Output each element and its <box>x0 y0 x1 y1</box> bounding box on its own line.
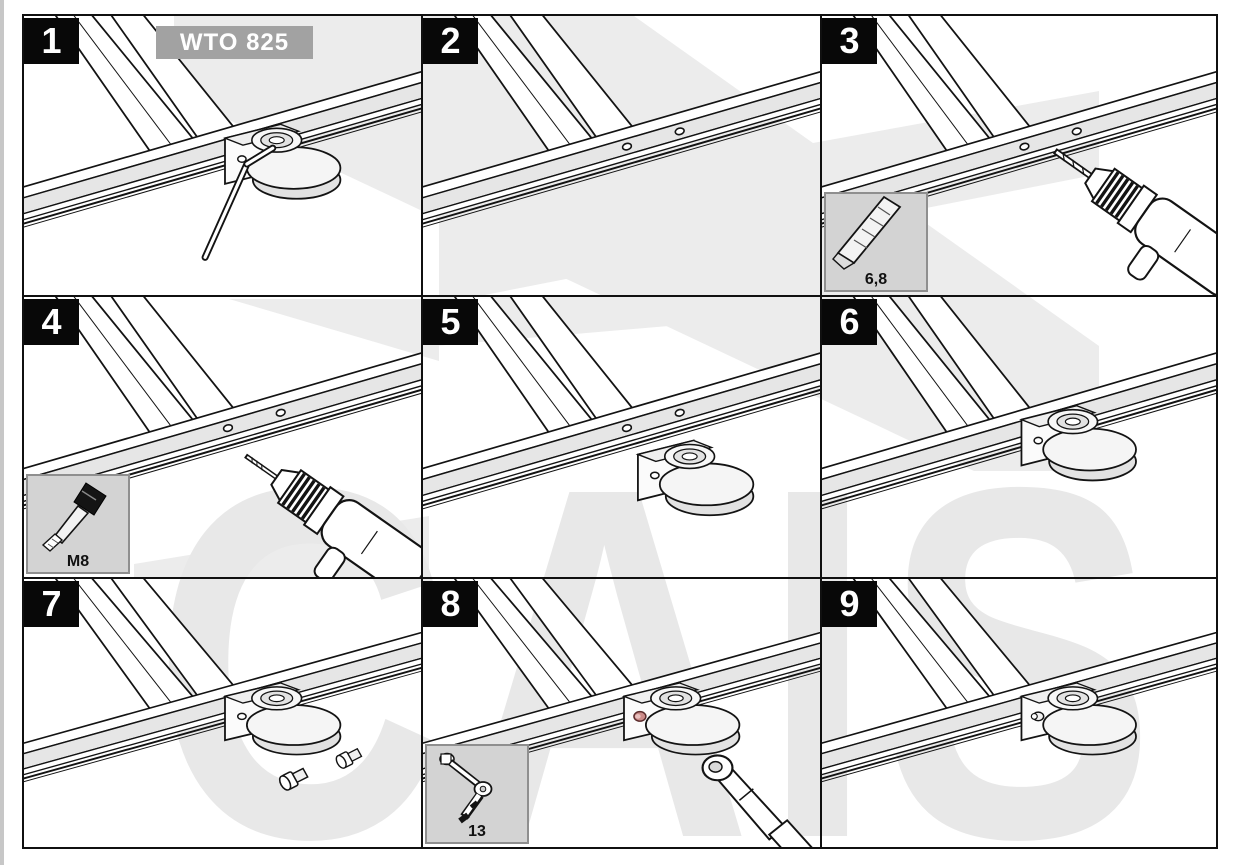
drilled-hole <box>1071 127 1082 136</box>
drilled-hole <box>222 423 234 433</box>
tool-callout-thread-tap: M8 <box>26 474 130 574</box>
ratchet-wrench-icon <box>439 752 493 824</box>
drilled-hole <box>275 408 286 417</box>
roller-bracket <box>1019 681 1137 756</box>
fixing-bolts-icon <box>278 747 363 791</box>
plate-hole <box>236 712 247 721</box>
drilled-hole <box>1019 142 1030 151</box>
roller-bracket <box>635 439 755 517</box>
plate-hole <box>649 471 660 480</box>
roller-bracket <box>621 681 741 756</box>
tool-size-label: 13 <box>468 823 486 840</box>
step-panel-8: 8 13 <box>423 579 822 847</box>
cross-brace <box>852 579 1035 729</box>
cordless-drill-icon <box>1052 148 1216 295</box>
gate-frame-rail <box>24 631 421 783</box>
step-number: 6 <box>822 299 877 345</box>
drilled-hole <box>674 127 685 136</box>
step-number: 4 <box>24 299 79 345</box>
roller-bracket <box>222 123 342 200</box>
roller-bracket <box>1019 404 1137 482</box>
step-3-illustration <box>822 16 1216 295</box>
drill-bit-icon <box>832 195 902 270</box>
cross-brace <box>453 16 638 172</box>
step-grid: CAIS 1 WTO 825 2 3 6,8 4 M8 <box>22 14 1218 849</box>
step-number: 9 <box>822 581 877 627</box>
step-2-illustration <box>423 16 820 228</box>
roller-bracket <box>222 681 342 756</box>
watermark-ribbon-2 <box>439 91 1099 304</box>
step-panel-9: 9 <box>822 579 1216 847</box>
step-panel-4: 4 M8 <box>24 297 423 579</box>
product-code-badge: WTO 825 <box>156 26 313 59</box>
step-panel-2: 2 <box>423 16 822 297</box>
gate-frame-rail <box>24 352 421 510</box>
step-number: 1 <box>24 18 79 64</box>
step-number: 3 <box>822 18 877 64</box>
tool-callout-drill-bit: 6,8 <box>824 192 928 292</box>
step-number: 5 <box>423 299 478 345</box>
scan-edge <box>0 0 4 865</box>
step-1-illustration <box>24 16 421 261</box>
allen-key-icon <box>201 144 277 261</box>
step-panel-1: 1 WTO 825 <box>24 16 423 297</box>
step-9-illustration <box>822 579 1216 783</box>
plate-hole <box>1033 436 1044 445</box>
gate-frame-rail <box>423 352 820 510</box>
gate-frame-rail <box>423 71 820 228</box>
drill-with-tap-icon <box>244 453 421 577</box>
plate-hole <box>236 155 247 163</box>
step-panel-5: 5 <box>423 297 822 579</box>
ratchet-wrench-icon <box>701 754 813 847</box>
step-5-illustration <box>423 297 820 517</box>
drilled-hole <box>621 423 633 433</box>
step-4-illustration <box>24 297 421 577</box>
gate-frame-rail <box>822 71 1216 228</box>
step-number: 2 <box>423 18 478 64</box>
drilled-hole <box>621 142 633 151</box>
step-6-illustration <box>822 297 1216 510</box>
gate-frame-rail <box>24 71 421 228</box>
tool-callout-wrench: 13 <box>425 744 529 844</box>
tool-size-label: 6,8 <box>864 271 888 288</box>
step-panel-7: 7 <box>24 579 423 847</box>
step-7-illustration <box>24 579 421 791</box>
watermark-ribbon-3 <box>229 299 439 361</box>
gate-frame-rail <box>822 631 1216 783</box>
cross-brace <box>453 579 638 729</box>
step-panel-6: 6 <box>822 297 1216 579</box>
drilled-hole <box>674 408 685 417</box>
step-panel-3: 3 6,8 <box>822 16 1216 297</box>
gate-frame-rail <box>822 352 1216 510</box>
thread-tap-icon <box>41 482 107 552</box>
tool-size-label: M8 <box>66 553 90 570</box>
step-number: 8 <box>423 581 478 627</box>
step-number: 7 <box>24 581 79 627</box>
